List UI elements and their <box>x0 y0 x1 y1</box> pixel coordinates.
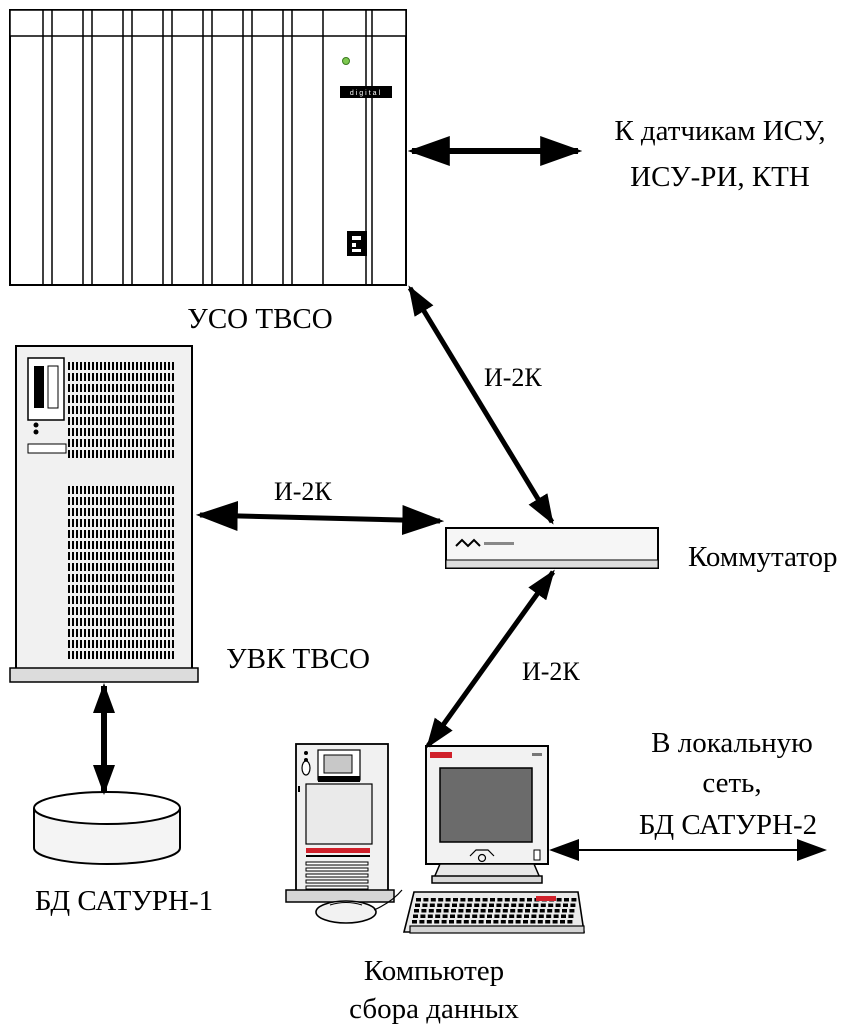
rack-power-socket <box>347 231 367 256</box>
label-lan-2: сеть, <box>702 767 761 799</box>
label-pc-1: Компьютер <box>364 955 504 987</box>
monitor-brand-mark <box>430 752 452 758</box>
link-uvk-switch <box>195 500 445 536</box>
status-led <box>342 57 350 65</box>
mouse-icon <box>315 889 403 924</box>
svg-text:digital: digital <box>350 90 382 97</box>
label-db1: БД САТУРН-1 <box>35 885 213 917</box>
pc-brand-stripe <box>306 848 370 853</box>
label-lan-1: В локальную <box>651 727 813 759</box>
label-pc-2: сбора данных <box>349 993 519 1025</box>
crt-monitor <box>425 745 549 884</box>
label-link-uvk-switch: И-2К <box>274 477 332 506</box>
rack-badge <box>340 86 392 98</box>
connections <box>93 136 827 861</box>
uvk-tower <box>9 345 199 683</box>
link-uso-switch <box>407 285 555 525</box>
label-link-switch-pc: И-2К <box>522 657 580 686</box>
label-lan-3: БД САТУРН-2 <box>639 809 817 841</box>
label-uvk: УВК ТВСО <box>226 643 370 675</box>
switch-brand-mark <box>484 542 514 545</box>
uso-rack: digital <box>9 9 407 286</box>
label-uso: УСО ТВСО <box>187 303 332 335</box>
database-cylinder <box>33 791 181 865</box>
keyboard-icon <box>402 891 585 934</box>
pc-tower <box>285 743 395 903</box>
label-link-uso-switch: И-2К <box>484 363 542 392</box>
label-sensors-1: К датчикам ИСУ, <box>614 115 825 147</box>
label-switch: Коммутатор <box>688 541 838 573</box>
switch-logo-icon <box>455 538 481 548</box>
link-switch-pc <box>425 569 556 749</box>
label-sensors-2: ИСУ-РИ, КТН <box>630 161 810 193</box>
monitor-screen <box>439 767 533 843</box>
network-switch <box>445 527 659 569</box>
